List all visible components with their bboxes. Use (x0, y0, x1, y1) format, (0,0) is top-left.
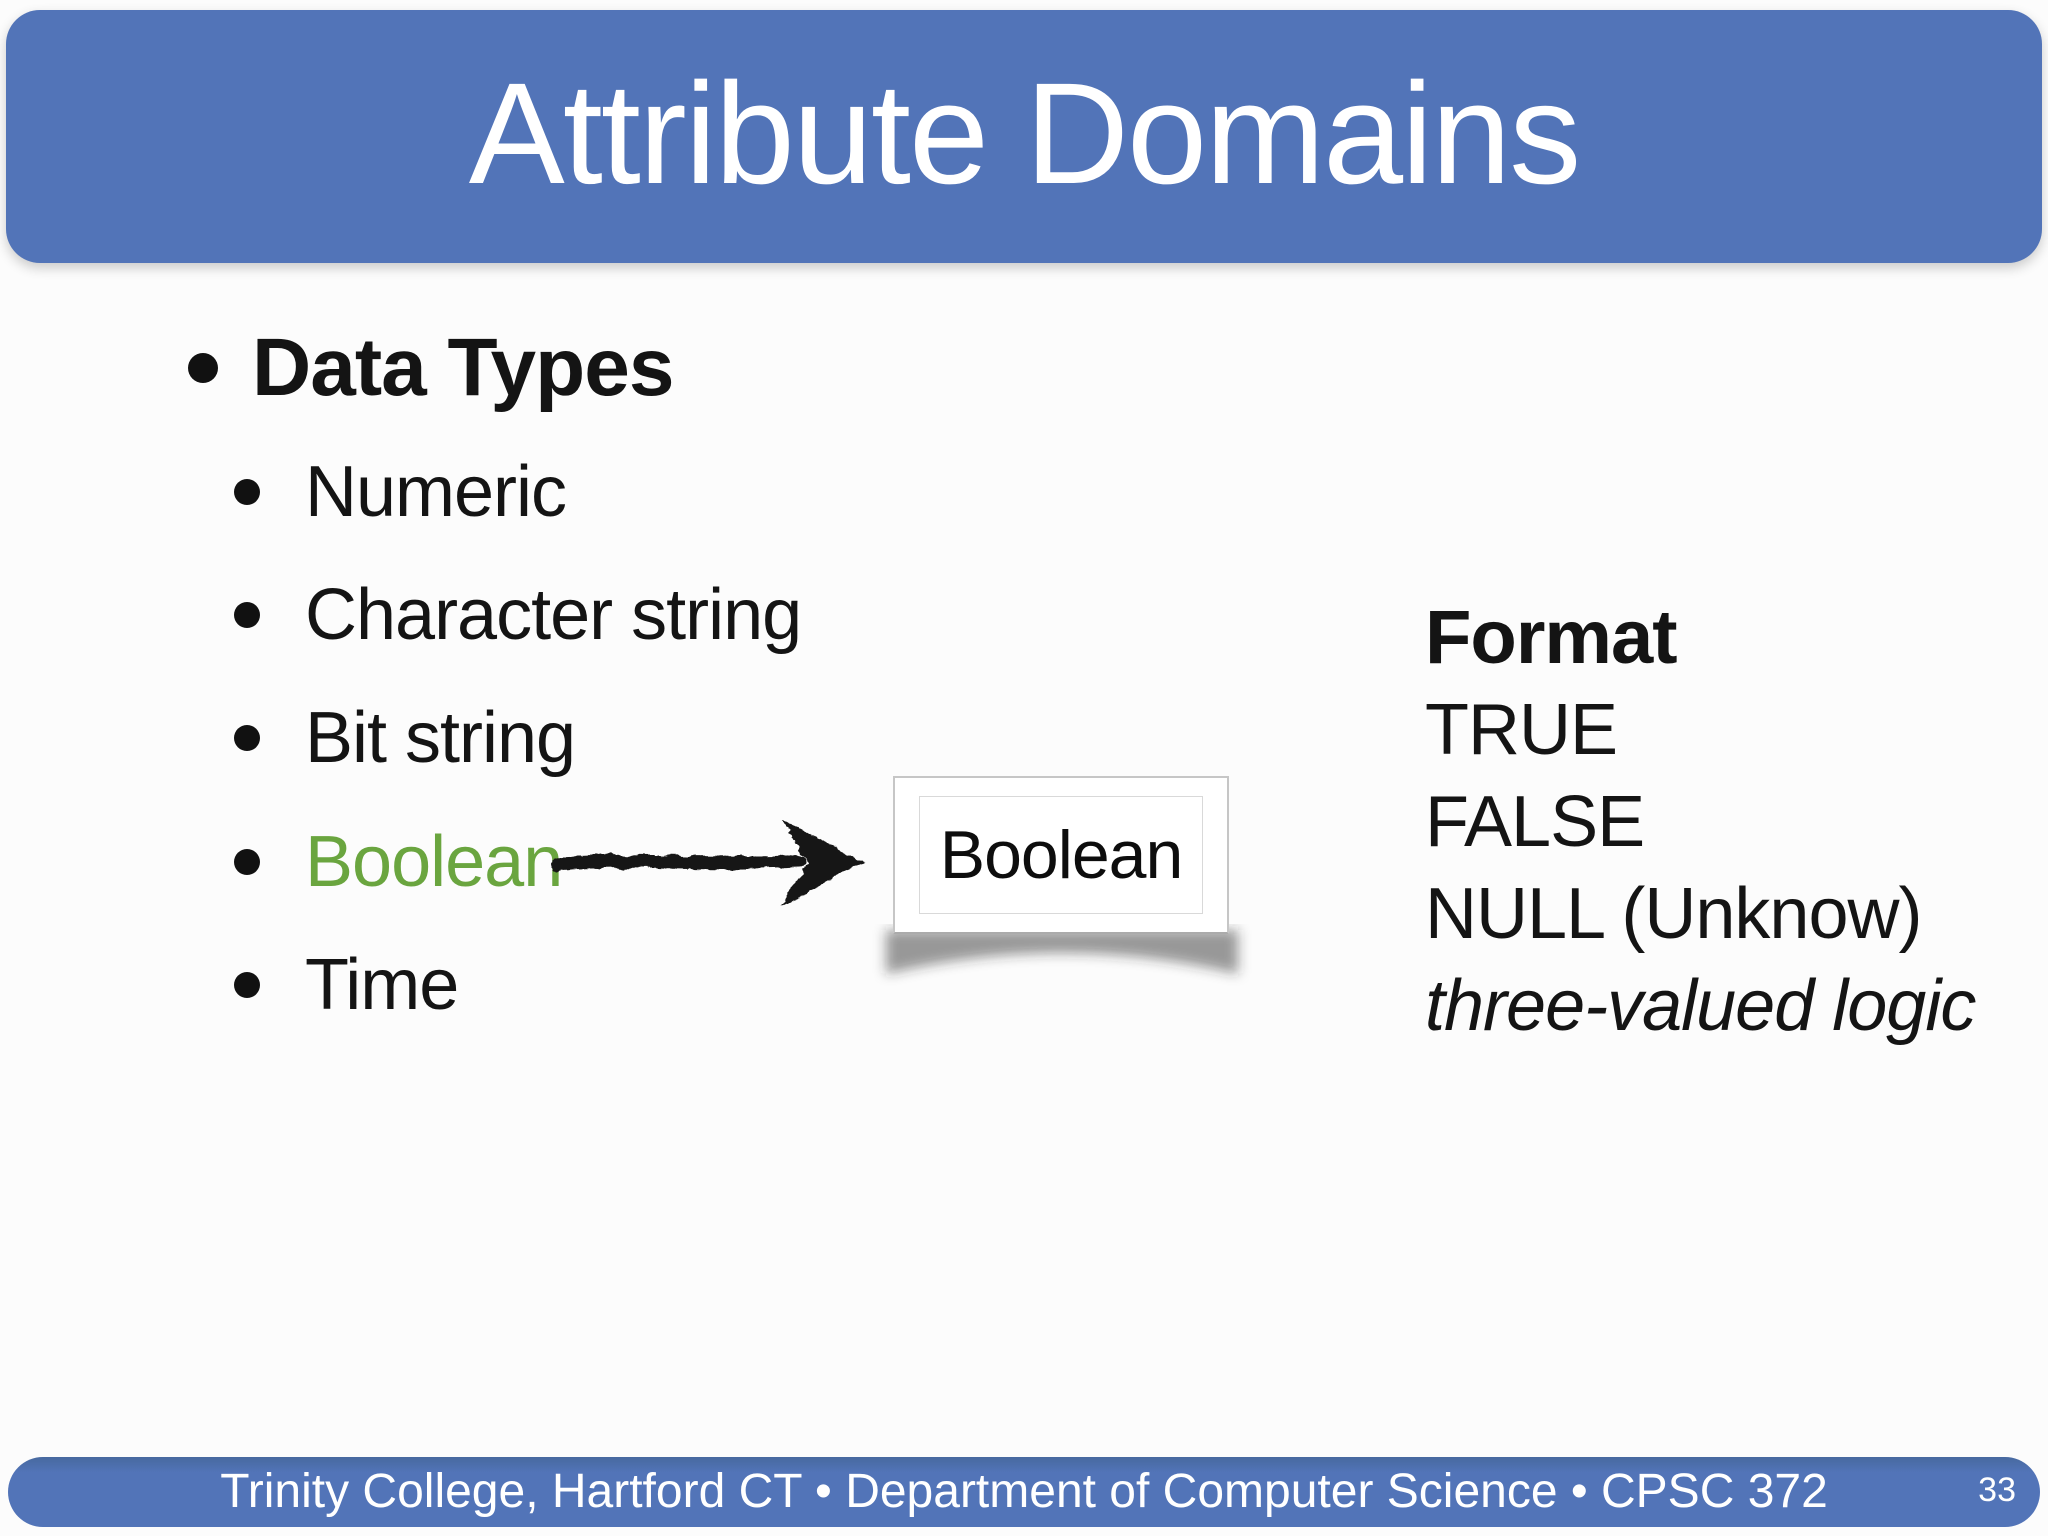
bullet-label: Bit string (305, 698, 576, 778)
bullet-dot (234, 602, 260, 628)
bullet-dot (234, 725, 260, 751)
format-line-null: NULL (Unknow) (1425, 874, 1922, 954)
footer-text: Trinity College, Hartford CT • Departmen… (220, 1464, 1828, 1518)
format-line-three-valued: three-valued logic (1425, 966, 1976, 1046)
footer-bar: Trinity College, Hartford CT • Departmen… (8, 1457, 2040, 1527)
title-banner: Attribute Domains (6, 10, 2042, 263)
format-line-true: TRUE (1425, 690, 1618, 770)
bullet-item-time: Time (234, 937, 459, 1033)
bullet-label: Data Types (252, 322, 674, 413)
bullet-label: Time (305, 945, 459, 1025)
callout-box-shadow (872, 924, 1252, 996)
arrow-right-icon (545, 804, 867, 920)
bullet-dot (234, 849, 260, 875)
bullet-item-character-string: Character string (234, 567, 802, 663)
bullet-item-numeric: Numeric (234, 444, 567, 540)
format-line-false: FALSE (1425, 782, 1645, 862)
bullet-dot (188, 353, 218, 383)
slide-title: Attribute Domains (468, 52, 1581, 214)
bullet-dot (234, 972, 260, 998)
format-heading: Format (1425, 595, 1678, 680)
bullet-label: Numeric (305, 452, 567, 532)
bullet-label: Character string (305, 575, 802, 655)
page-number: 33 (1978, 1470, 2016, 1509)
bullet-item-boolean: Boolean (234, 814, 563, 910)
boolean-callout-box: Boolean (893, 776, 1229, 934)
format-block: Format TRUE FALSE NULL (Unknow) three-va… (1425, 592, 1976, 1052)
callout-inner-border (919, 796, 1203, 914)
bullet-item-bit-string: Bit string (234, 690, 576, 786)
callout-label: Boolean (939, 817, 1184, 893)
bullet-dot (234, 479, 260, 505)
bullet-item-data-types: Data Types (188, 320, 674, 416)
bullet-label-boolean: Boolean (305, 822, 563, 902)
